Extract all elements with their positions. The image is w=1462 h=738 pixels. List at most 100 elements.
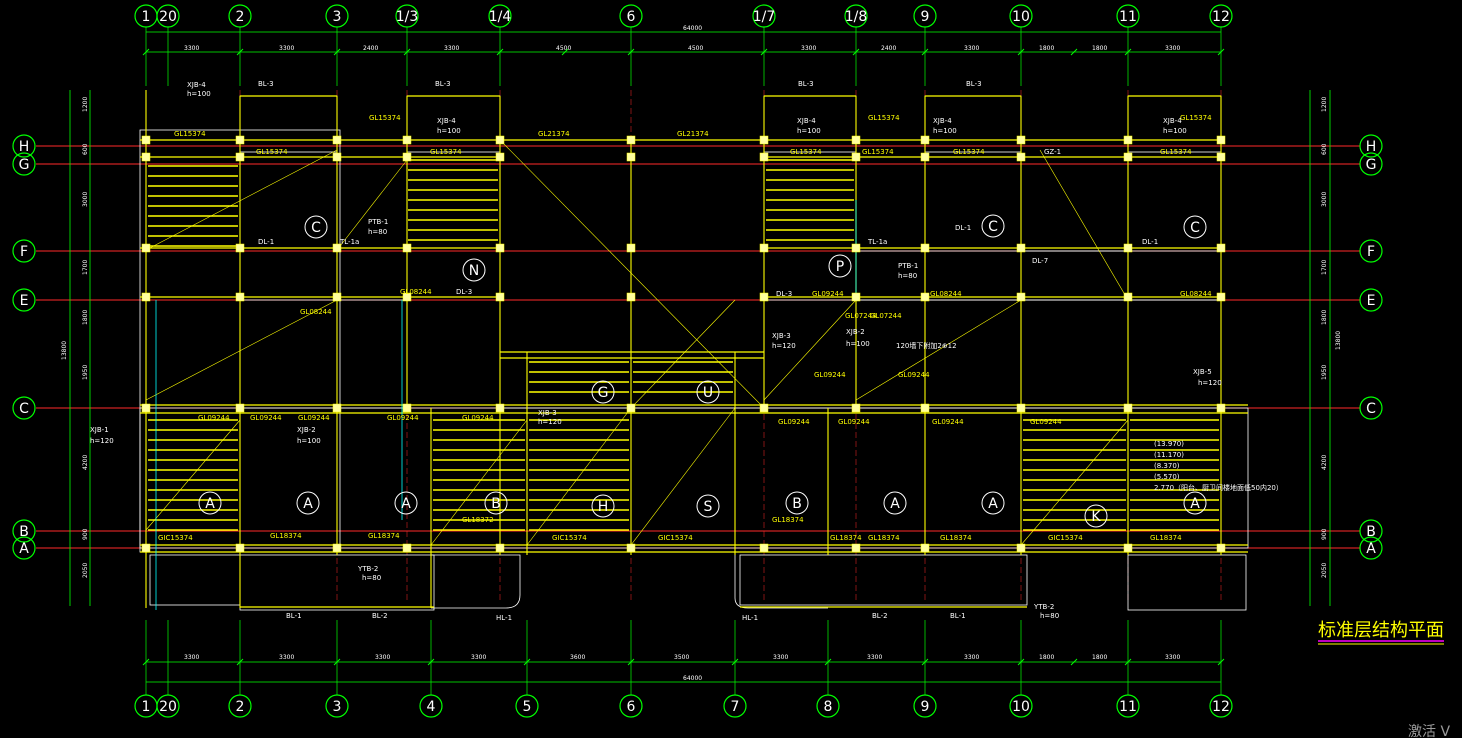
beam-lines xyxy=(140,90,1248,610)
room-tag-circle-17 xyxy=(1183,491,1207,515)
column-65 xyxy=(1123,543,1133,553)
misc-label-15: DL-7 xyxy=(1032,257,1048,265)
column-2 xyxy=(141,243,151,253)
axis-circle-top-5 xyxy=(488,4,512,28)
slab-label-21: h=120 xyxy=(1198,379,1222,387)
column-4 xyxy=(141,403,151,413)
room-tag-4: C xyxy=(1183,215,1207,239)
axis-label-left-0: H xyxy=(19,139,30,155)
axis-label-bottom-1: 20 xyxy=(159,699,177,715)
slab-label-24: PTB-1 xyxy=(898,262,918,270)
dim-right-1: 600 xyxy=(1321,143,1328,155)
axis-circle-top-2 xyxy=(228,4,252,28)
axis-bubble-left-6: A xyxy=(12,536,36,560)
column-50 xyxy=(920,243,930,253)
room-tag-16: K xyxy=(1084,504,1108,528)
axis-circle-left-4 xyxy=(12,396,36,420)
dim-right-4: 1800 xyxy=(1321,310,1328,325)
column-60 xyxy=(1123,135,1133,145)
dim-tick-bottom-2 xyxy=(333,658,341,666)
leader-line-0 xyxy=(145,149,338,251)
misc-label-9: BL-1 xyxy=(950,612,966,620)
slab-label-16: XJB-3 xyxy=(772,332,791,340)
dim-tick-bottom-5 xyxy=(627,658,635,666)
leader-line-4 xyxy=(630,407,736,546)
axis-circle-right-0 xyxy=(1359,134,1383,158)
axis-bubble-top-1: 20 xyxy=(156,4,180,28)
dim-right-6: 4200 xyxy=(1321,455,1328,470)
axis-label-bottom-11: 11 xyxy=(1119,699,1137,715)
beam-label-37: GL07244 xyxy=(870,312,902,320)
room-tag-label-14: A xyxy=(890,496,900,512)
axis-label-top-7: 1/7 xyxy=(753,9,776,25)
room-tag-8: A xyxy=(296,491,320,515)
room-tag-circle-8 xyxy=(296,491,320,515)
beam-label-24: GIC15374 xyxy=(552,534,587,542)
beam-label-38: GL08244 xyxy=(930,290,962,298)
room-tag-label-8: A xyxy=(303,496,313,512)
dim-bottom-6: 3300 xyxy=(773,654,788,661)
axis-label-left-6: A xyxy=(19,541,29,557)
axis-circle-bottom-12 xyxy=(1209,694,1233,718)
beam-label-2: GL15374 xyxy=(369,114,401,122)
axis-label-top-4: 1/3 xyxy=(396,9,419,25)
dim-bottom-7: 3300 xyxy=(867,654,882,661)
room-tag-circle-4 xyxy=(1183,215,1207,239)
column-66 xyxy=(1216,135,1226,145)
dim-top-7: 2400 xyxy=(881,45,896,52)
column-25 xyxy=(495,152,505,162)
column-63 xyxy=(1123,292,1133,302)
slab-label-12: XJB-2 xyxy=(297,426,316,434)
axis-label-top-9: 9 xyxy=(921,9,930,25)
wall-outline-1 xyxy=(239,95,338,153)
beam-label-11: GL15374 xyxy=(1180,114,1212,122)
axis-circle-right-1 xyxy=(1359,152,1383,176)
axis-circle-bottom-8 xyxy=(816,694,840,718)
grid-lines xyxy=(36,27,1360,695)
dim-tick-bottom-4 xyxy=(523,658,531,666)
axis-label-right-1: G xyxy=(1366,157,1377,173)
slab-label-27: h=80 xyxy=(362,574,381,582)
room-tag-circle-15 xyxy=(981,491,1005,515)
axis-circle-bottom-6 xyxy=(619,694,643,718)
leader-line-3 xyxy=(526,407,632,546)
room-tag-label-4: C xyxy=(1190,220,1200,236)
room-tag-label-0: C xyxy=(311,220,321,236)
axis-circle-left-1 xyxy=(12,152,36,176)
axis-circle-top-8 xyxy=(844,4,868,28)
column-15 xyxy=(332,292,342,302)
axis-bubble-top-3: 3 xyxy=(325,4,349,28)
axis-bubble-left-2: F xyxy=(12,239,36,263)
axis-bubble-left-5: B xyxy=(12,519,36,543)
room-tag-circle-2 xyxy=(828,254,852,278)
beam-label-41: GL09244 xyxy=(898,371,930,379)
slab-label-22: PTB-1 xyxy=(368,218,388,226)
axis-circle-bottom-10 xyxy=(1009,694,1033,718)
slab-label-4: XJB-4 xyxy=(797,117,816,125)
axis-bubble-right-0: H xyxy=(1359,134,1383,158)
misc-label-23: (5.570) xyxy=(1154,473,1180,481)
dim-right-2: 3000 xyxy=(1321,192,1328,207)
column-59 xyxy=(1016,543,1026,553)
dim-tick-top-0 xyxy=(142,48,150,56)
axis-label-top-8: 1/8 xyxy=(845,9,868,25)
axis-bubble-bottom-7: 7 xyxy=(723,694,747,718)
axis-label-top-0: 1 xyxy=(142,9,151,25)
axis-circle-right-2 xyxy=(1359,239,1383,263)
dim-tick-bottom-1 xyxy=(236,658,244,666)
room-tag-11: H xyxy=(591,494,615,518)
balcony-outline-0 xyxy=(149,554,241,606)
leader-line-7 xyxy=(855,299,1022,401)
axis-circle-left-5 xyxy=(12,519,36,543)
room-tag-label-5: G xyxy=(598,385,609,401)
room-tag-9: A xyxy=(394,491,418,515)
axis-label-right-2: F xyxy=(1367,244,1375,260)
axis-circle-top-12 xyxy=(1209,4,1233,28)
misc-label-4: BL-1 xyxy=(286,612,302,620)
dim-tick-top-1 xyxy=(236,48,244,56)
column-9 xyxy=(235,292,245,302)
columns xyxy=(141,135,1226,553)
axis-circle-bottom-4 xyxy=(419,694,443,718)
axis-bubble-bottom-11: 11 xyxy=(1116,694,1140,718)
